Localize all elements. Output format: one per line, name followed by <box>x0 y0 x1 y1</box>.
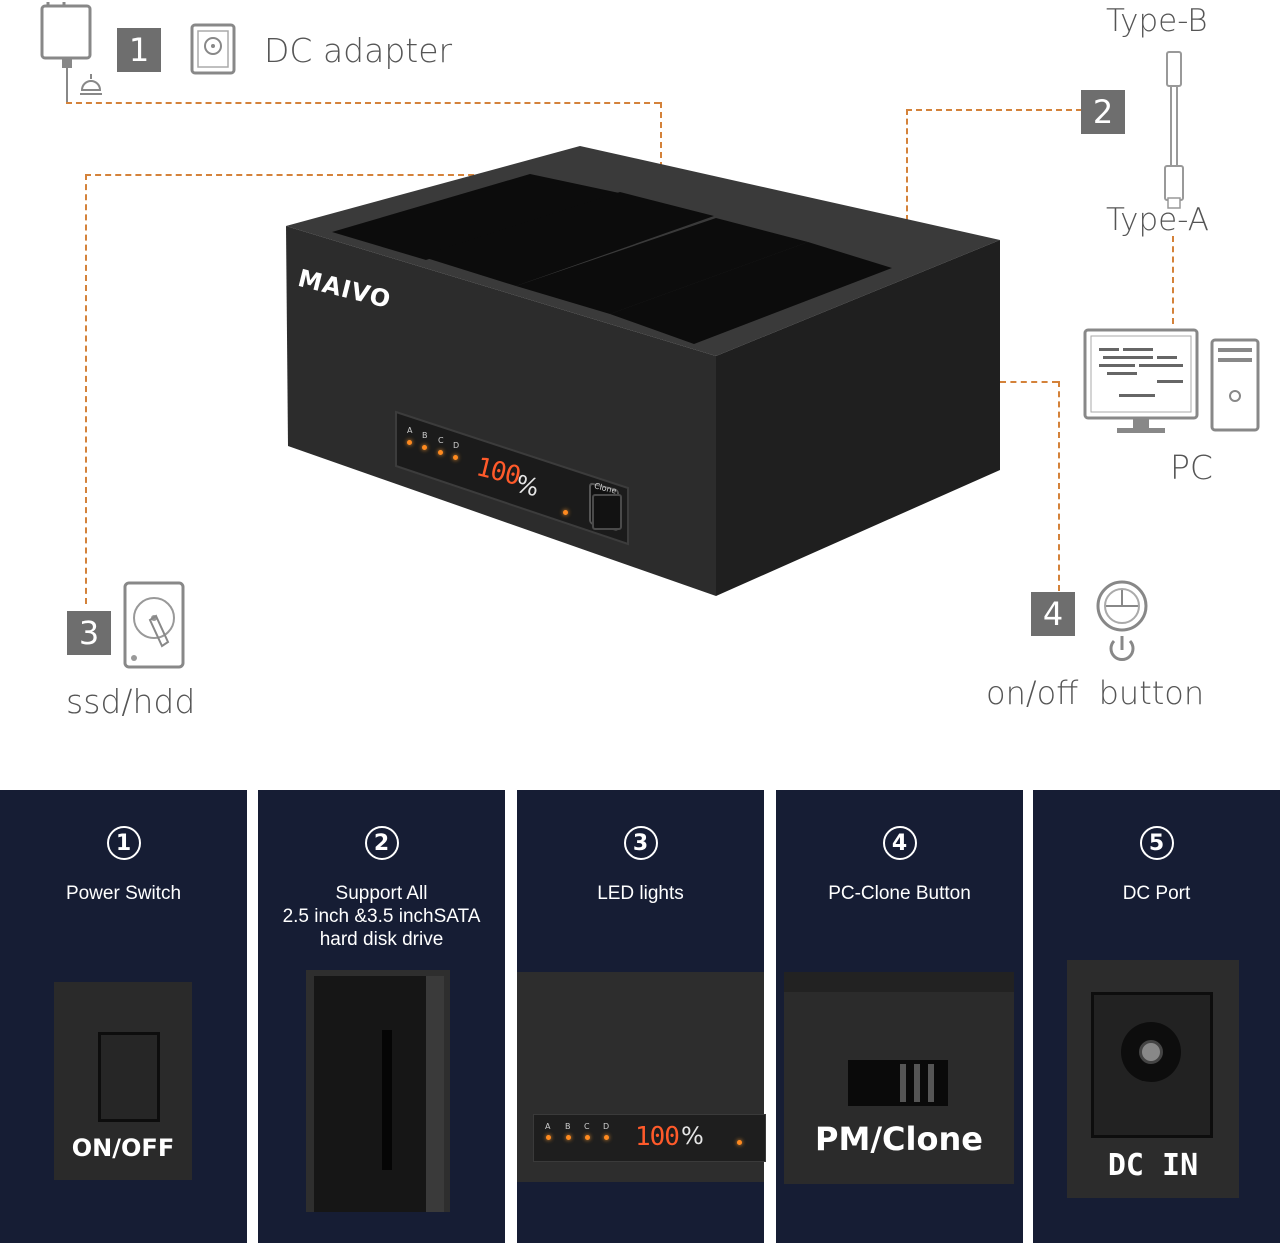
power-button-icon <box>1096 580 1148 661</box>
cable-type-b-label: Type-B <box>1106 3 1208 39</box>
feature-title: Power Switch <box>65 883 182 904</box>
connector-line-3 <box>85 174 585 176</box>
connector-line-cable <box>1172 236 1174 324</box>
connector-line-2 <box>906 109 1082 111</box>
switch-label: ON/OFF <box>71 1134 175 1162</box>
callout-2-badge: 2 <box>1081 90 1125 134</box>
led-panel-image: A B C D 100 % <box>517 972 766 1182</box>
connector-line-4-drop <box>1058 381 1060 591</box>
computer-tower-icon <box>1210 338 1260 432</box>
dc-port-image: DC IN <box>1067 960 1239 1198</box>
device-clone-button[interactable] <box>592 494 622 530</box>
computer-monitor-icon <box>1083 328 1199 433</box>
feature-number-badge: 3 <box>623 826 658 860</box>
callout-3-label: ssd/hdd <box>66 682 196 721</box>
callout-3-badge: 3 <box>67 611 111 655</box>
connector-line-3-drop <box>85 174 87 604</box>
connector-line-4 <box>1000 381 1058 383</box>
feature-number-badge: 4 <box>882 826 917 860</box>
pc-clone-label: PM/Clone <box>815 1120 983 1158</box>
hard-drive-icon <box>123 581 185 669</box>
device-led-letter: A <box>407 426 413 435</box>
drive-slot-image <box>306 970 450 1212</box>
device-led-letter: D <box>453 441 460 450</box>
callout-1-label: DC adapter <box>264 31 453 70</box>
feature-number-badge: 2 <box>364 826 399 860</box>
feature-number-badge: 5 <box>1139 826 1174 860</box>
device-led-letter: C <box>438 436 444 445</box>
power-adapter-icon <box>40 2 102 102</box>
feature-panel-led-lights: 3 LED lights A B C D 100 % <box>517 790 766 1243</box>
feature-panel-support: 2 Support All 2.5 inch &3.5 inchSATA har… <box>258 790 505 1243</box>
callout-4-badge: 4 <box>1031 592 1075 636</box>
feature-title: DC Port <box>1122 883 1191 904</box>
device-led <box>453 455 458 460</box>
feature-title: PC-Clone Button <box>828 883 971 904</box>
pc-label: PC <box>1170 448 1213 487</box>
pc-clone-switch-image: PM/Clone <box>784 972 1014 1184</box>
feature-title: LED lights <box>597 883 684 904</box>
dc-in-label: DC IN <box>1107 1148 1199 1183</box>
feature-title: Support All 2.5 inch &3.5 inchSATA hard … <box>282 883 481 950</box>
connector-line-2-drop <box>906 109 908 221</box>
device-led <box>438 450 443 455</box>
device-led <box>422 445 427 450</box>
feature-panel-dc-port: 5 DC Port DC IN <box>1033 790 1280 1243</box>
cable-type-a-label: Type-A <box>1106 202 1209 238</box>
disk-drive-icon <box>190 23 236 75</box>
feature-number-badge: 1 <box>106 826 141 860</box>
device-power-led <box>563 510 568 515</box>
device-led <box>407 440 412 445</box>
connector-line-1 <box>66 102 660 104</box>
rocker-switch[interactable] <box>98 1032 160 1122</box>
power-switch-image: ON/OFF <box>54 982 192 1180</box>
docking-station-image <box>286 146 1000 596</box>
device-led-letter: B <box>422 431 428 440</box>
callout-4-label: on/off button <box>986 674 1205 712</box>
feature-panel-pc-clone: 4 PC-Clone Button PM/Clone <box>776 790 1023 1243</box>
usb-cable-icon <box>1164 51 1184 209</box>
connector-line-1-drop <box>660 102 662 168</box>
feature-panel-power-switch: 1 Power Switch ON/OFF <box>0 790 247 1243</box>
callout-1-badge: 1 <box>117 28 161 72</box>
pc-clone-slider[interactable] <box>848 1060 948 1106</box>
